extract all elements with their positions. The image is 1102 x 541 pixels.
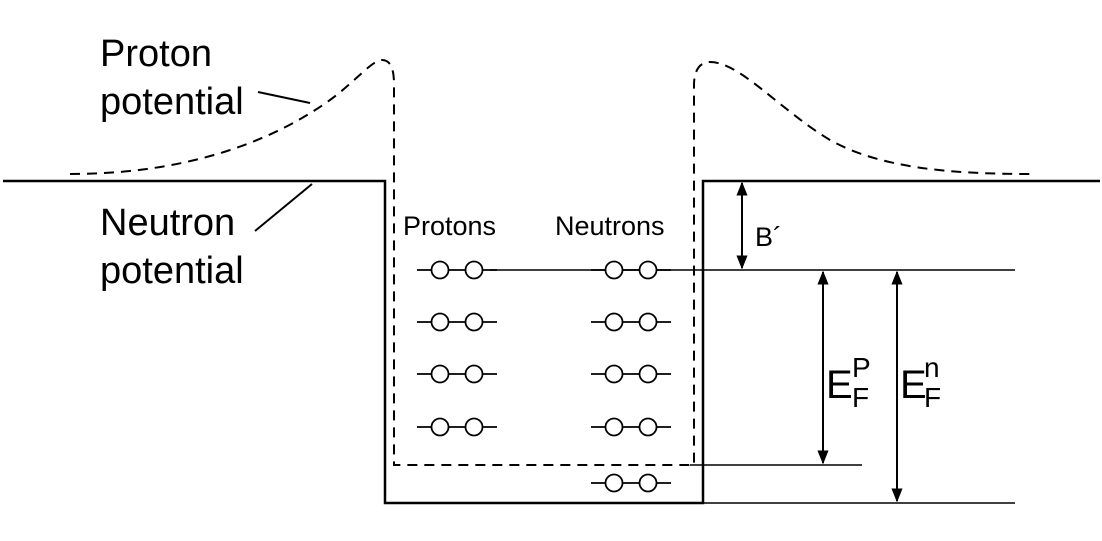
nucleon-circle	[604, 473, 624, 493]
nucleon-circle	[464, 364, 484, 384]
neutron-fermi-energy-label: E n F	[900, 352, 941, 413]
neutron-pair	[591, 260, 671, 280]
neutron-pair	[591, 417, 671, 437]
proton-pair	[417, 312, 497, 332]
barrier-label: B´	[755, 222, 782, 252]
nucleon-circle	[604, 364, 624, 384]
neutron-fermi-subscript: F	[924, 382, 941, 413]
nucleon-circle	[638, 312, 658, 332]
nucleon-circle	[430, 364, 450, 384]
nucleon-circle	[638, 260, 658, 280]
proton-potential-curve	[69, 58, 1031, 466]
neutron-potential-leader	[254, 183, 313, 232]
proton-potential-label-line2: potential	[100, 81, 244, 123]
neutron-pair	[591, 473, 671, 493]
nucleon-circle	[638, 364, 658, 384]
proton-pair	[417, 417, 497, 437]
nucleon-circle	[638, 417, 658, 437]
neutron-potential-curve	[3, 179, 1100, 505]
nucleon-circle	[604, 260, 624, 280]
proton-fermi-subscript: F	[852, 382, 869, 413]
nucleon-circle	[430, 260, 450, 280]
nucleon-circle	[430, 312, 450, 332]
nucleon-circle	[604, 312, 624, 332]
neutron-potential-label-line1: Neutron	[100, 202, 235, 244]
neutron-pair	[591, 364, 671, 384]
nucleon-circle	[464, 417, 484, 437]
proton-potential-leader	[257, 91, 311, 104]
nucleon-circle	[430, 417, 450, 437]
proton-fermi-symbol: E	[826, 363, 853, 407]
proton-fermi-energy-label: E P F	[826, 352, 871, 413]
nucleon-circle	[604, 417, 624, 437]
neutron-potential-label-line2: potential	[100, 250, 244, 292]
protons-label: Protons	[403, 211, 496, 241]
proton-potential-label-line1: Proton	[100, 33, 212, 75]
neutrons-label: Neutrons	[555, 211, 665, 241]
proton-pair	[417, 364, 497, 384]
neutron-fermi-symbol: E	[900, 363, 927, 407]
neutron-pair	[591, 312, 671, 332]
proton-fermi-superscript: P	[852, 352, 871, 383]
neutron-fermi-superscript: n	[924, 352, 940, 383]
nucleon-circle	[638, 473, 658, 493]
nucleon-pairs	[417, 260, 671, 493]
proton-pair	[417, 260, 497, 280]
nucleon-circle	[464, 260, 484, 280]
nucleon-circle	[464, 312, 484, 332]
